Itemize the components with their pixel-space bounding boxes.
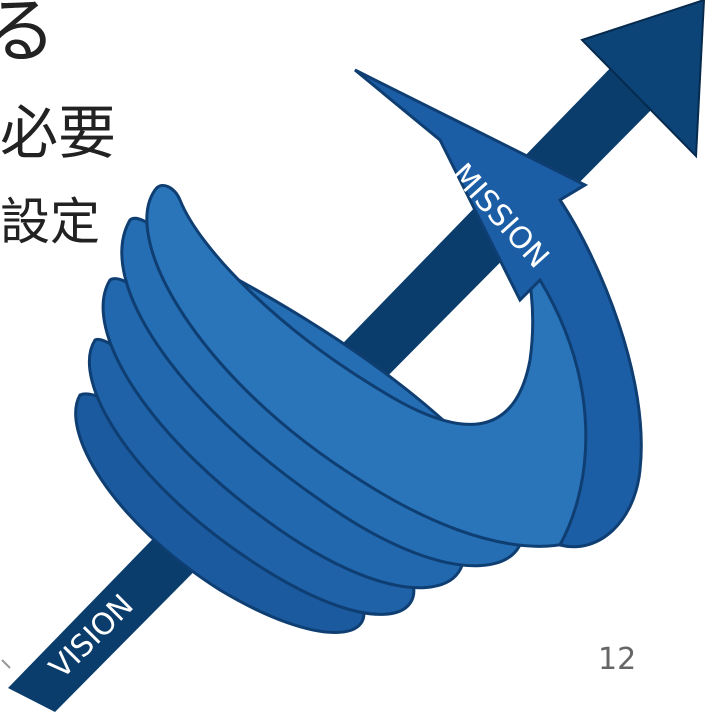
slide-text-line-1: る xyxy=(0,0,57,73)
arrow-head xyxy=(580,0,706,159)
page-number: 12 xyxy=(598,642,637,677)
mission-ribbon xyxy=(354,68,643,549)
slide-text-line-3: 設定 xyxy=(0,193,100,251)
slide-text-line-2: 必要 xyxy=(0,99,117,167)
decorative-mark xyxy=(1,659,11,669)
spiral-ribbon xyxy=(74,68,643,634)
